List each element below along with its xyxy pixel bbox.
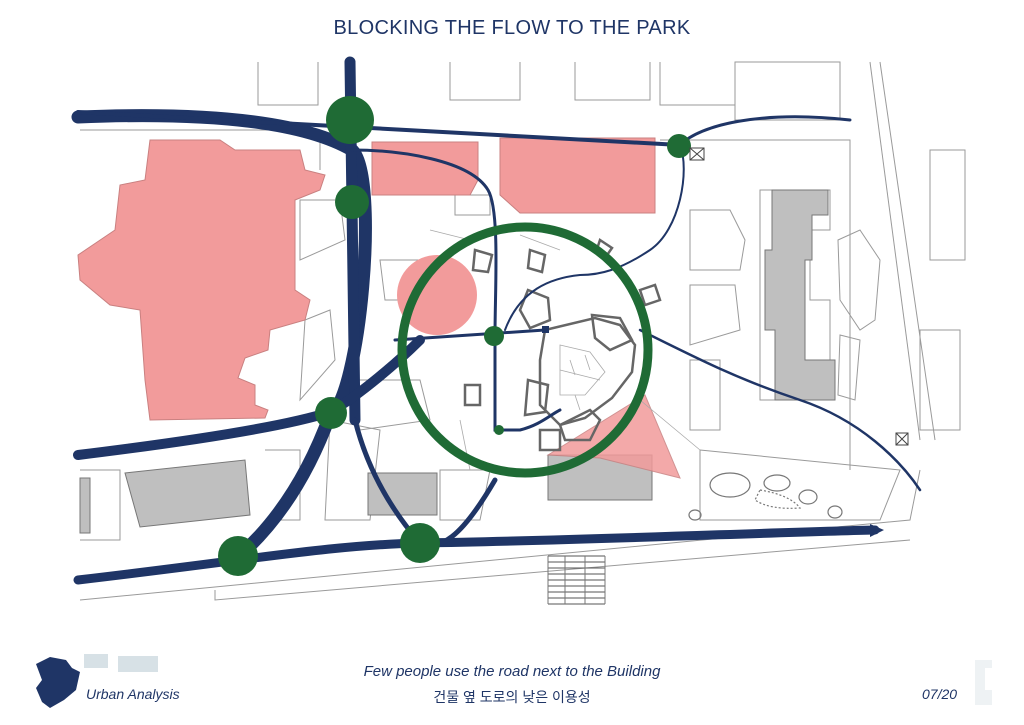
node-plaza-center <box>484 326 504 346</box>
caption-korean: 건물 옆 도로의 낮은 이용성 <box>433 689 591 705</box>
plaza-thin-paths <box>429 229 701 471</box>
central-plaza-ring <box>397 222 653 478</box>
pink-buildings <box>77 137 681 479</box>
node-upper <box>335 185 369 219</box>
stair-hatch <box>547 555 606 605</box>
park-ponds <box>688 472 843 521</box>
pink-plaza-circle <box>397 255 477 335</box>
page-title: BLOCKING THE FLOW TO THE PARK <box>333 17 691 39</box>
node-northeast <box>667 134 691 158</box>
node-south <box>400 523 440 563</box>
page-number: 07/20 <box>922 686 958 702</box>
caption-english: Few people use the road next to the Buil… <box>363 663 661 680</box>
node-north <box>326 96 374 144</box>
footer-marks <box>84 654 992 705</box>
node-west <box>315 397 347 429</box>
node-plaza-south <box>494 425 504 435</box>
node-plaza-east <box>542 326 549 333</box>
logo-icon <box>36 657 80 708</box>
footer-brand: Urban Analysis <box>86 686 180 702</box>
node-southwest <box>218 536 258 576</box>
flow-arrowhead <box>870 524 884 537</box>
site-markers <box>689 147 909 446</box>
flow-nodes <box>218 96 691 576</box>
